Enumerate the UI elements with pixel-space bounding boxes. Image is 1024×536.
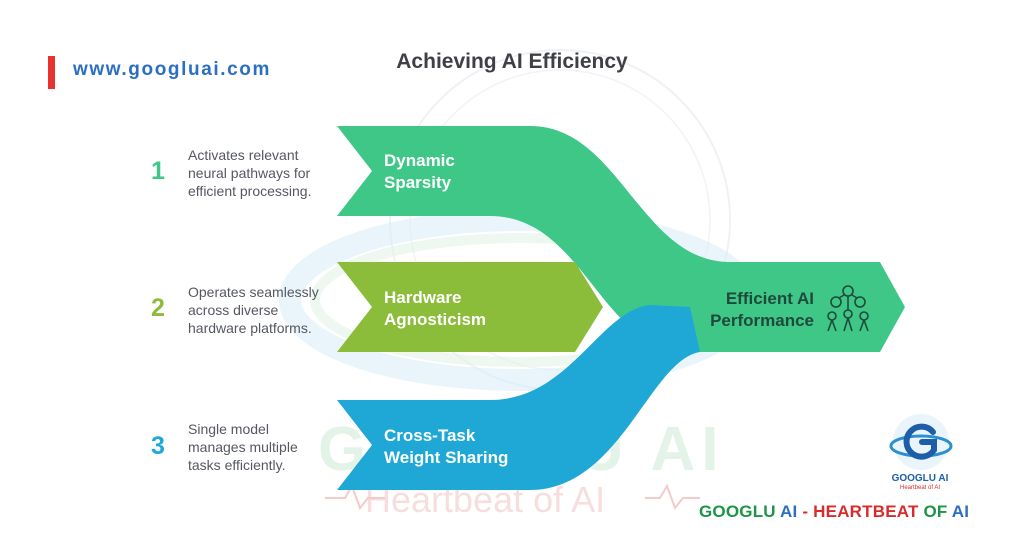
googlu-logo [889, 414, 953, 470]
site-url[interactable]: www.googluai.com [73, 59, 272, 80]
weight-sharing-arrow [337, 305, 700, 490]
step-1-number: 1 [151, 157, 165, 185]
step-2-number: 2 [151, 294, 165, 322]
accent-bar [48, 56, 55, 89]
hardware-agnosticism-arrow [337, 262, 603, 352]
brand-tagline: GOOGLU AI - HEARTBEAT OF AI [699, 502, 970, 521]
logo-subcaption: Heartbeat of AI [899, 485, 941, 491]
dynamic-sparsity-arrow [337, 126, 905, 352]
page-title: Achieving AI Efficiency [396, 50, 628, 73]
logo-caption: GOOGLU AI [891, 473, 949, 484]
network-structure-icon [827, 285, 869, 332]
step-3-number: 3 [151, 432, 165, 460]
